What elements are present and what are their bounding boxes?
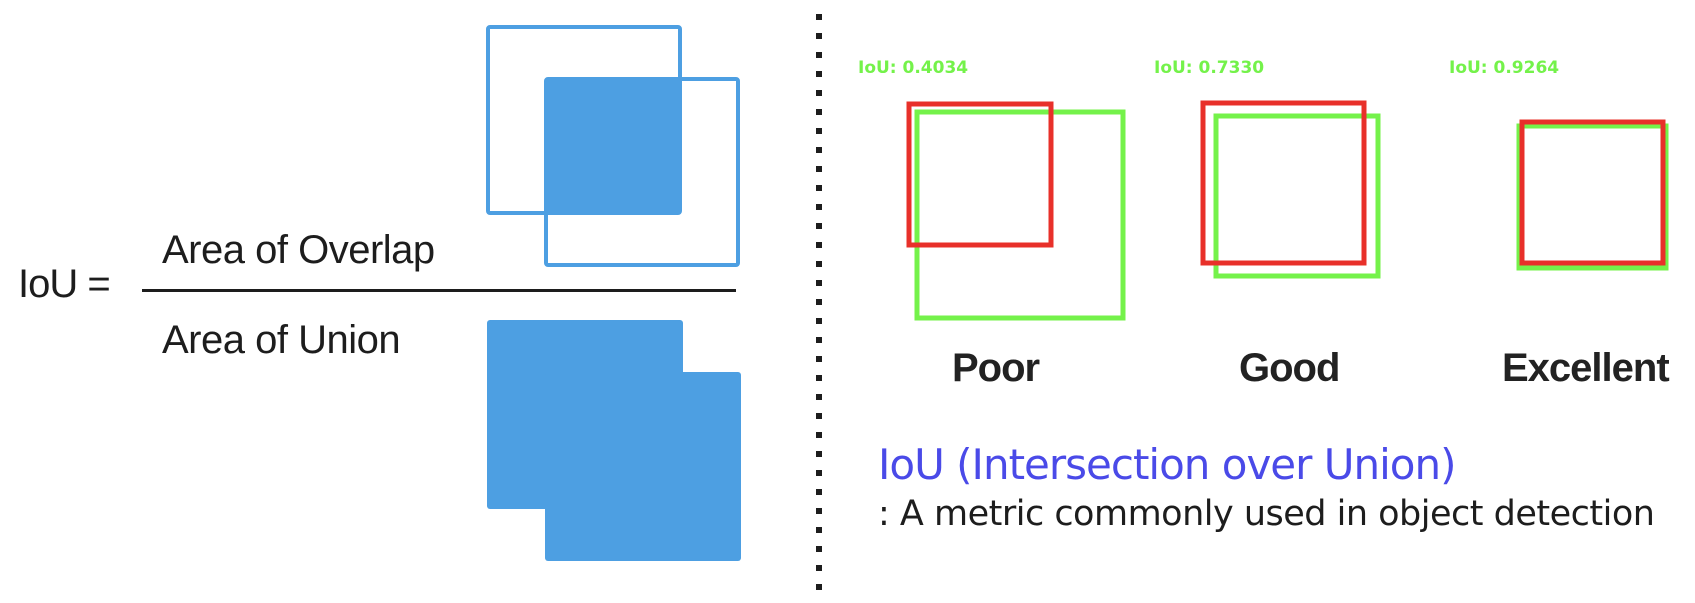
quality-label-excellent: Excellent [1502,346,1670,390]
poor-ground-truth-box [914,109,1126,321]
good-prediction-box [1200,100,1367,266]
formula-numerator: Area of Overlap [162,228,435,272]
caption-subtitle: : A metric commonly used in object detec… [878,494,1655,534]
poor-prediction-box [906,101,1054,248]
excellent-prediction-box [1519,119,1666,266]
union-box-b [545,372,741,561]
overlap-intersection [546,79,680,213]
iou-value-excellent: IoU: 0.9264 [1449,58,1560,78]
caption-title: IoU (Intersection over Union) [878,440,1456,489]
iou-value-good: IoU: 0.7330 [1154,58,1265,78]
formula-denominator: Area of Union [162,318,401,362]
iou-value-poor: IoU: 0.4034 [858,58,969,78]
formula-lhs: IoU = [18,262,111,306]
fraction-bar [142,289,736,292]
excellent-ground-truth-box [1516,123,1669,271]
quality-label-good: Good [1239,346,1340,390]
dotted-divider [816,14,822,600]
quality-label-poor: Poor [952,346,1040,390]
good-ground-truth-box [1213,113,1381,279]
